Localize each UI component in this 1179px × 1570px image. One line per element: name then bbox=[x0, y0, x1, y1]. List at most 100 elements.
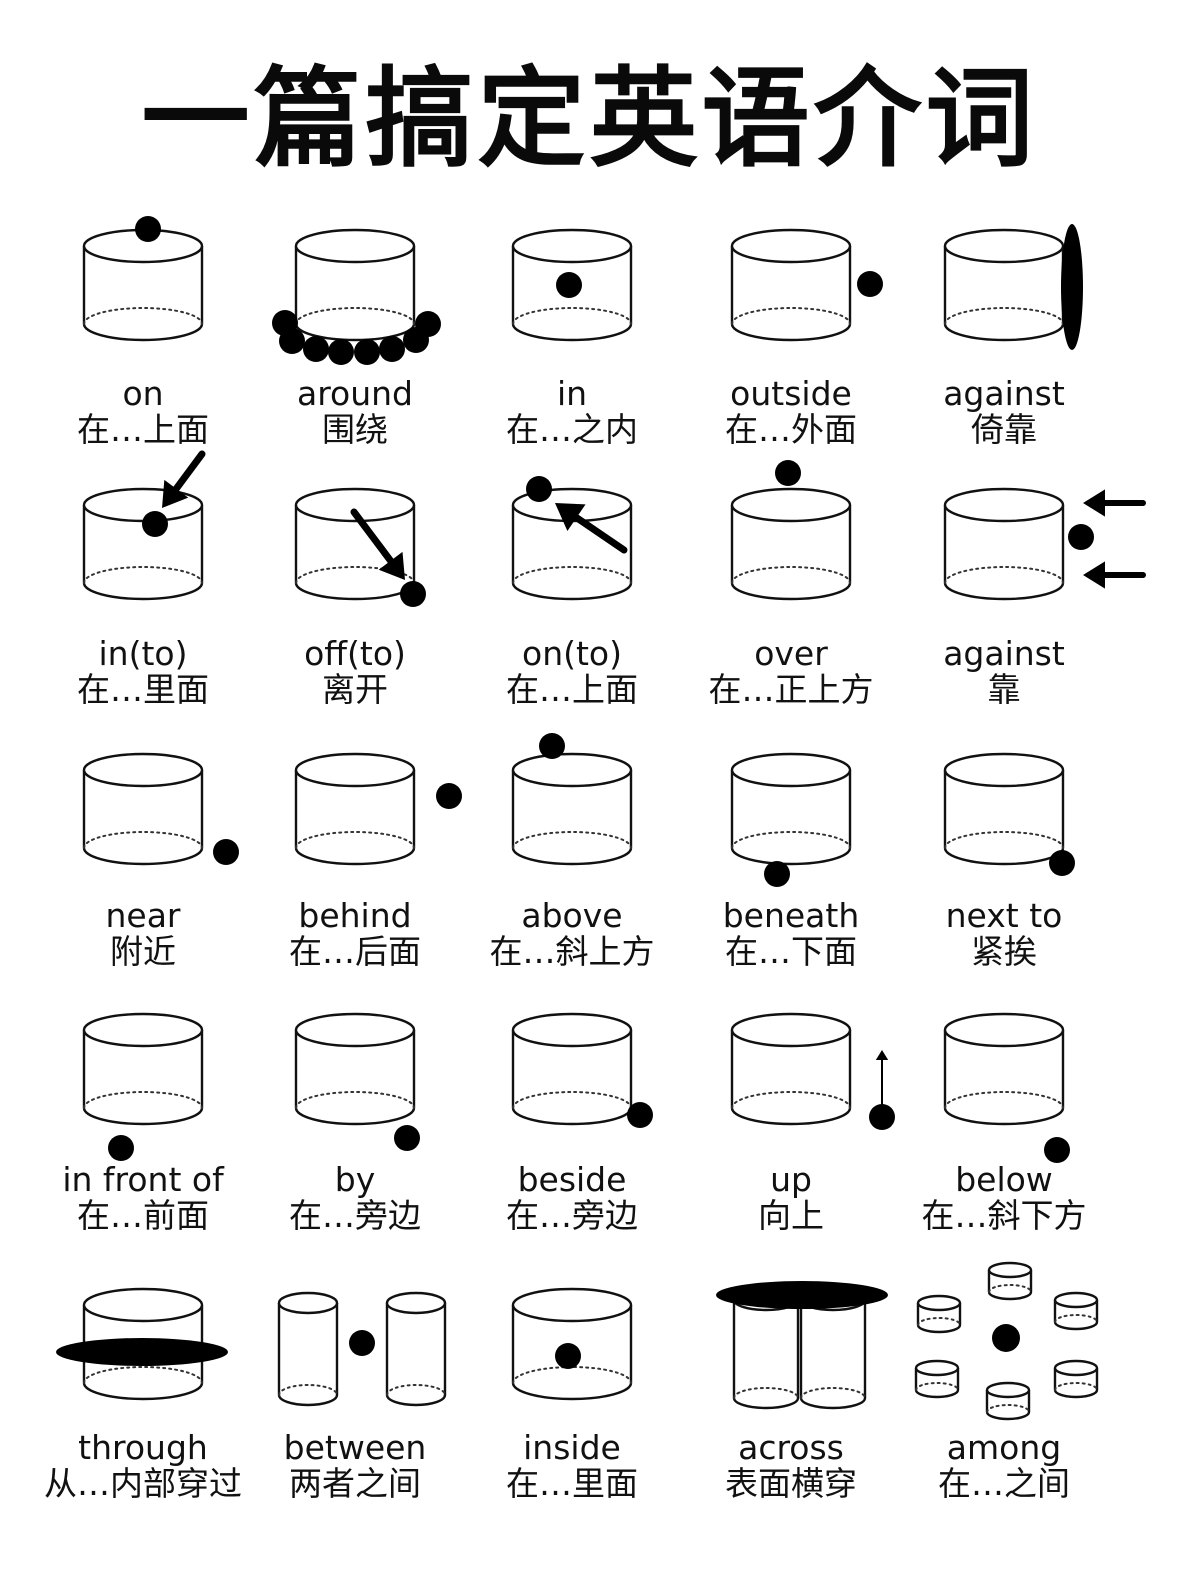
cylinder-beads-around-icon bbox=[272, 228, 441, 365]
preposition-english: around bbox=[296, 374, 414, 413]
cylinder-disc-through-icon bbox=[56, 1287, 228, 1401]
cylinder-dot-inside-icon bbox=[511, 228, 633, 342]
preposition-english: in front of bbox=[62, 1160, 224, 1199]
cylinder-dot-on-top-icon bbox=[82, 216, 204, 342]
cylinder-arrow-up-icon bbox=[730, 1012, 895, 1130]
preposition-english: by bbox=[334, 1160, 376, 1199]
preposition-english: near bbox=[105, 896, 181, 935]
preposition-english: against bbox=[943, 634, 1065, 673]
preposition-english: through bbox=[78, 1428, 208, 1467]
preposition-chinese: 在…斜下方 bbox=[921, 1196, 1087, 1235]
preposition-chinese: 表面横穿 bbox=[725, 1464, 857, 1503]
cylinder-dot-below-icon bbox=[943, 1012, 1070, 1163]
preposition-english: beside bbox=[517, 1160, 627, 1199]
page-title: 一篇搞定英语介词 bbox=[141, 57, 1038, 182]
preposition-chinese: 在…之间 bbox=[938, 1464, 1070, 1503]
cylinder-dot-above-icon bbox=[511, 733, 633, 866]
preposition-chinese: 在…前面 bbox=[77, 1196, 209, 1235]
cylinder-arrow-into-icon bbox=[82, 450, 206, 601]
cylinder-dot-beneath-icon bbox=[730, 752, 852, 887]
preposition-english: against bbox=[943, 374, 1065, 413]
preposition-chinese: 在…旁边 bbox=[289, 1196, 421, 1235]
preposition-chinese: 靠 bbox=[987, 670, 1021, 709]
preposition-chinese: 围绕 bbox=[322, 410, 388, 449]
preposition-chinese: 在…旁边 bbox=[506, 1196, 638, 1235]
preposition-chinese: 离开 bbox=[322, 670, 388, 709]
cylinder-arrow-off-icon bbox=[294, 487, 426, 607]
preposition-english: in(to) bbox=[98, 634, 188, 673]
preposition-chinese: 向上 bbox=[758, 1196, 824, 1235]
preposition-chinese: 倚靠 bbox=[971, 410, 1037, 449]
preposition-card-label: on(to)在…上面 bbox=[457, 636, 687, 708]
preposition-english: across bbox=[738, 1428, 844, 1467]
cylinder-arrow-onto-icon bbox=[511, 476, 633, 601]
cylinder-dot-front-icon bbox=[82, 1012, 204, 1161]
preposition-chinese: 在…下面 bbox=[725, 932, 857, 971]
preposition-chinese: 在…里面 bbox=[77, 670, 209, 709]
preposition-english: in bbox=[556, 374, 588, 413]
cylinder-dot-by-icon bbox=[294, 1012, 420, 1151]
preposition-chinese: 在…外面 bbox=[725, 410, 857, 449]
cylinder-dot-inside-center-icon bbox=[511, 1287, 633, 1401]
preposition-english: behind bbox=[298, 896, 412, 935]
preposition-english: among bbox=[946, 1428, 1062, 1467]
cylinders-dot-between-icon bbox=[277, 1291, 447, 1407]
preposition-english: on(to) bbox=[522, 634, 622, 673]
preposition-english: above bbox=[521, 896, 623, 935]
preposition-chinese: 在…上面 bbox=[506, 670, 638, 709]
preposition-english: up bbox=[770, 1160, 812, 1199]
preposition-chinese: 附近 bbox=[110, 932, 176, 971]
preposition-chinese: 在…后面 bbox=[289, 932, 421, 971]
preposition-english: between bbox=[283, 1428, 427, 1467]
preposition-chinese: 在…里面 bbox=[506, 1464, 638, 1503]
preposition-english: outside bbox=[730, 374, 852, 413]
cylinder-dot-near-icon bbox=[82, 752, 239, 866]
cylinder-dot-beside-icon bbox=[511, 1012, 653, 1128]
preposition-chinese: 在…上面 bbox=[77, 410, 209, 449]
preposition-english: on bbox=[122, 374, 164, 413]
preposition-chinese: 紧挨 bbox=[971, 932, 1037, 971]
preposition-chinese: 在…之内 bbox=[506, 410, 638, 449]
preposition-english: beneath bbox=[722, 896, 860, 935]
preposition-english: off(to) bbox=[304, 634, 406, 673]
preposition-card-label: in(to)在…里面 bbox=[28, 636, 258, 708]
preposition-chinese: 在…斜上方 bbox=[489, 932, 655, 971]
preposition-english: over bbox=[754, 634, 828, 673]
preposition-chinese: 两者之间 bbox=[289, 1464, 421, 1503]
preposition-english: inside bbox=[523, 1428, 621, 1467]
preposition-english: below bbox=[955, 1160, 1053, 1199]
cylinders-disc-across-icon bbox=[716, 1281, 888, 1410]
preposition-chinese: 从…内部穿过 bbox=[44, 1464, 242, 1503]
preposition-chinese: 在…正上方 bbox=[708, 670, 874, 709]
preposition-card-label: off(to)离开 bbox=[240, 636, 470, 708]
cylinder-leaning-board-icon bbox=[943, 224, 1083, 350]
cylinder-dot-behind-icon bbox=[294, 752, 462, 866]
cylinder-dot-next-to-icon bbox=[943, 752, 1075, 876]
small-cylinders-dot-among-icon bbox=[914, 1261, 1099, 1421]
cylinder-dot-over-icon bbox=[730, 460, 852, 601]
cylinder-arrows-against-icon bbox=[943, 487, 1146, 601]
